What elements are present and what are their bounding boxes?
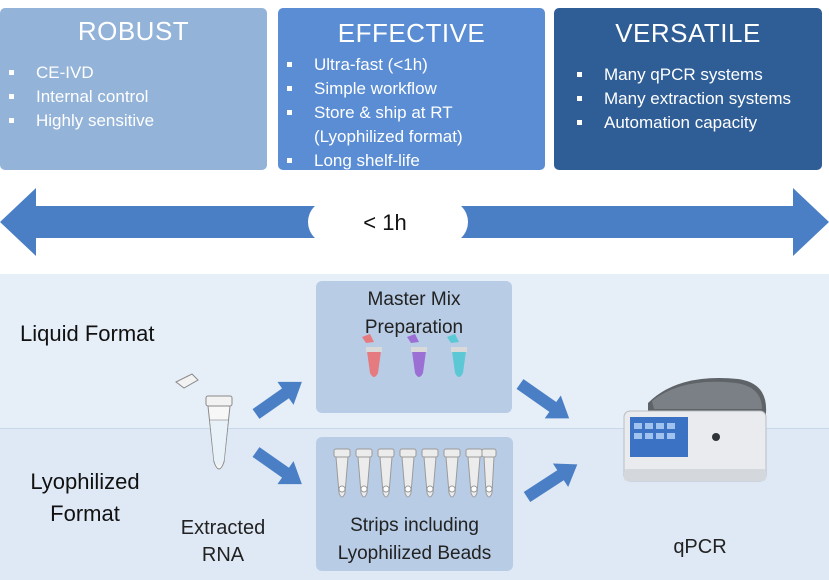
strips-label: Strips including Lyophilized Beads	[316, 512, 513, 568]
list-item-text: CE-IVD	[36, 63, 94, 82]
list-item-text: (Lyophilized format)	[314, 127, 463, 146]
bullet-icon	[577, 120, 582, 125]
reagent-tubes	[362, 334, 467, 377]
extracted-rna-line: RNA	[201, 544, 245, 566]
master-mix-line: Master Mix	[367, 289, 461, 310]
list-item-text: Long shelf-life	[314, 151, 420, 170]
list-item: Store & ship at RT	[278, 101, 545, 125]
timeline-double-arrow: < 1h	[0, 188, 829, 256]
list-item-text: Automation capacity	[604, 113, 758, 132]
bullet-icon	[9, 118, 14, 123]
card-list: CE-IVD Internal control Highly sensitive	[0, 61, 267, 133]
bullet-icon	[287, 110, 292, 115]
list-item-text: Many extraction systems	[604, 89, 792, 108]
lyophilized-label-line: Format	[50, 501, 120, 526]
extracted-rna-label: Extracted RNA	[168, 515, 278, 569]
bullet-icon	[577, 72, 582, 77]
card-title: EFFECTIVE	[337, 18, 486, 48]
bullet-icon	[9, 94, 14, 99]
liquid-format-label: Liquid Format	[20, 321, 155, 346]
card-robust: ROBUST CE-IVD Internal control Highly se…	[0, 8, 267, 170]
strips-line: Strips including	[350, 515, 479, 536]
list-item: Many extraction systems	[568, 87, 822, 111]
bullet-icon	[577, 96, 582, 101]
purple-tube-icon	[407, 334, 427, 377]
bullet-icon	[9, 70, 14, 75]
list-item: Simple workflow	[278, 77, 545, 101]
timeline-label-pill	[308, 200, 468, 244]
card-versatile: VERSATILE Many qPCR systems Many extract…	[554, 8, 822, 170]
cyan-tube-icon	[447, 334, 467, 377]
arrow-icon	[516, 379, 570, 419]
card-title: ROBUST	[77, 16, 190, 46]
list-item: Highly sensitive	[0, 109, 267, 133]
list-item-text: Simple workflow	[314, 79, 437, 98]
bullet-icon	[287, 62, 292, 67]
list-item: Automation capacity	[568, 111, 822, 135]
strips-box: Strips including Lyophilized Beads	[316, 437, 513, 571]
bullet-icon	[287, 158, 292, 163]
list-item-text: Store & ship at RT	[314, 103, 453, 122]
list-item: Long shelf-life	[278, 149, 545, 173]
list-item: Ultra-fast (<1h)	[278, 53, 545, 77]
master-mix-label: Master Mix Preparation	[316, 286, 512, 342]
list-item-text: Highly sensitive	[36, 111, 155, 130]
qpcr-machine-icon	[623, 378, 767, 482]
master-mix-line: Preparation	[364, 317, 464, 338]
lyophilized-label-line: Lyophilized	[30, 469, 140, 494]
list-item: Many qPCR systems	[568, 63, 822, 87]
timeline-label: < 1h	[363, 210, 406, 235]
list-item-text: Ultra-fast (<1h)	[314, 55, 428, 74]
card-effective: EFFECTIVE Ultra-fast (<1h) Simple workfl…	[278, 8, 545, 170]
list-item-text: Many qPCR systems	[604, 65, 763, 84]
lyophilized-format-label: Lyophilized Format	[20, 466, 150, 530]
arrow-icon	[252, 381, 302, 419]
list-item: CE-IVD	[0, 61, 267, 85]
list-item: (Lyophilized format)	[278, 125, 545, 149]
card-list: Many qPCR systems Many extraction system…	[554, 63, 822, 135]
bullet-icon	[287, 86, 292, 91]
card-title: VERSATILE	[615, 18, 761, 48]
pcr-strips-icon	[333, 448, 497, 498]
extracted-rna-line: Extracted	[180, 517, 266, 539]
arrow-icon	[252, 447, 302, 485]
strips-line: Lyophilized Beads	[337, 543, 492, 564]
red-tube-icon	[362, 334, 382, 377]
list-item: Internal control	[0, 85, 267, 109]
card-list: Ultra-fast (<1h) Simple workflow Store &…	[278, 53, 545, 173]
list-item-text: Internal control	[36, 87, 149, 106]
extracted-rna-tube-icon	[175, 373, 233, 470]
arrow-icon	[523, 463, 578, 503]
qpcr-label: qPCR	[673, 536, 727, 558]
master-mix-box: Master Mix Preparation	[316, 281, 512, 413]
